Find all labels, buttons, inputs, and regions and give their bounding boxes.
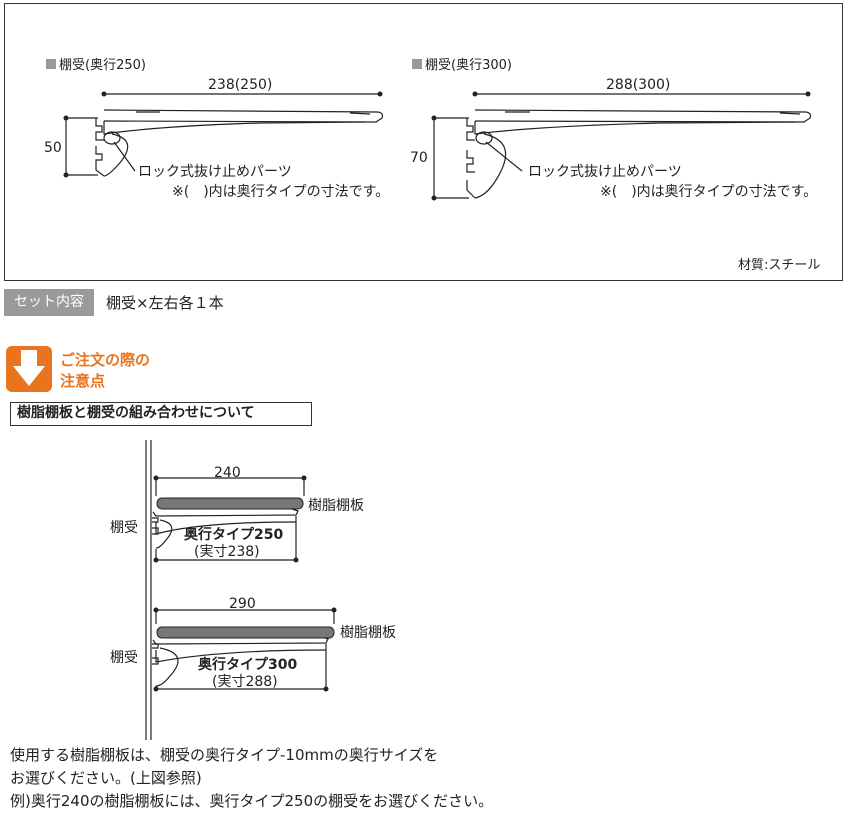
resin-board-240 [156,497,304,510]
footer-note-line: 使用する樹脂棚板は、棚受の奥行タイプ-10mmの奥行サイズを [10,746,439,764]
spec-left-note: ※( )内は奥行タイプの寸法です。 [172,184,390,200]
square-bullet-icon [412,59,422,69]
spec-right-note: ※( )内は奥行タイプの寸法です。 [600,184,818,200]
spec-left-height: 50 [44,140,62,156]
material-label: 材質:スチール [738,258,821,273]
footer-note-line: お選びください。(上図参照) [10,769,202,787]
top-bracket-label: 棚受 [110,520,138,536]
spec-right-title: 棚受(奥行300) [412,54,512,73]
bracket-300-drawing [433,93,812,199]
down-arrow-icon [6,346,52,392]
resin-board-290 [156,626,335,639]
spec-right-width: 288(300) [606,77,671,93]
spec-right-lock-label: ロック式抜け止めパーツ [528,164,682,180]
spec-left-lock-label: ロック式抜け止めパーツ [138,164,292,180]
spec-panel [4,3,843,281]
top-board-label: 樹脂棚板 [308,498,364,514]
set-contents-label: セット内容 [4,289,94,316]
spec-left-title: 棚受(奥行250) [46,54,146,73]
footer-note-line: 例)奥行240の樹脂棚板には、奥行タイプ250の棚受をお選びください。 [10,792,494,810]
bracket-250-drawing [65,93,384,177]
combo-diagram [145,440,335,740]
order-notice-line2: 注意点 [60,372,106,390]
bottom-board-label: 樹脂棚板 [340,625,396,641]
order-notice-line1: ご注文の際の [60,351,151,369]
top-type-label: 奥行タイプ250 [184,527,284,543]
top-board-dim: 240 [214,465,241,481]
bottom-bracket-label: 棚受 [110,650,138,666]
combo-heading: 樹脂棚板と棚受の組み合わせについて [10,402,312,426]
bottom-actual-label: (実寸288) [212,674,278,690]
spec-right-title-text: 棚受(奥行300) [425,58,512,73]
top-actual-label: (実寸238) [194,544,260,560]
footer-notes: 使用する樹脂棚板は、棚受の奥行タイプ-10mmの奥行サイズを お選びください。(… [10,744,493,813]
set-contents-value: 棚受×左右各１本 [106,294,224,312]
spec-left-title-text: 棚受(奥行250) [59,58,146,73]
spec-left-width: 238(250) [208,77,273,93]
bottom-board-dim: 290 [229,596,256,612]
bottom-type-label: 奥行タイプ300 [198,657,298,673]
order-notice-title: ご注文の際の 注意点 [60,350,150,392]
spec-right-height: 70 [410,150,428,166]
square-bullet-icon [46,59,56,69]
